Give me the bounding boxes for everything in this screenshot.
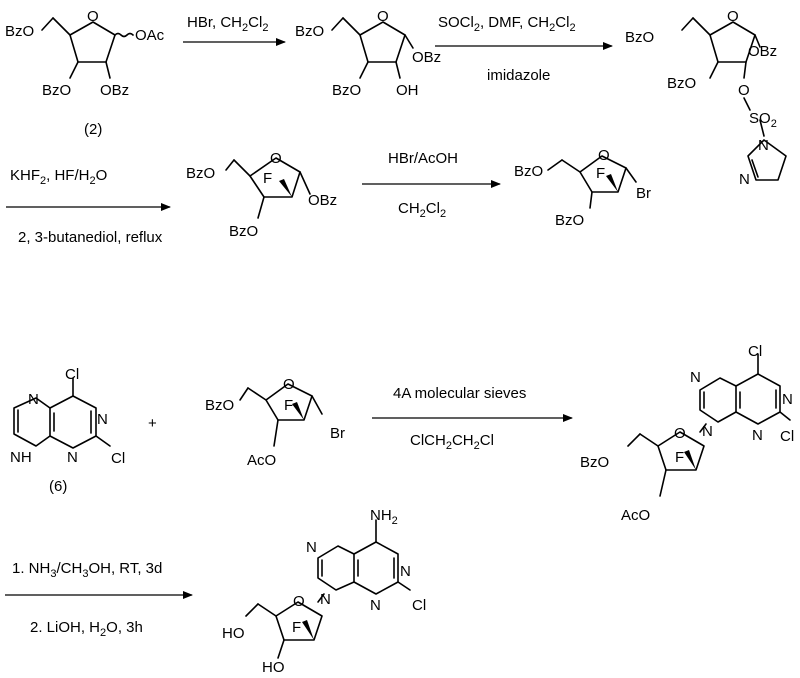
anomeric-benzoyloxy: OBz (308, 192, 337, 209)
c5-benzoyloxy: BzO (514, 163, 543, 180)
ring-oxygen: O (674, 425, 686, 442)
c2-chlorine: Cl (412, 597, 426, 614)
c3-benzoyloxy: BzO (229, 223, 258, 240)
ring-oxygen: O (87, 8, 99, 25)
imidazole-n3: N (739, 171, 750, 188)
reaction-step-2: SOCl2, DMF, CH2Cl2 imidazole (435, 14, 613, 84)
c5-benzoyloxy: BzO (186, 165, 215, 182)
fluoro-benzoate-structure: O BzO F OBz BzO (186, 150, 337, 240)
purine-n1: N (97, 411, 108, 428)
c2-fluorine: F (284, 397, 293, 414)
reaction-step-3: KHF2, HF/H2O 2, 3-butanediol, reflux (6, 167, 171, 246)
reaction-step-1: HBr, CH2Cl2 (183, 14, 286, 46)
bromo-sugar-acetyl-structure: O BzO F Br AcO (205, 376, 345, 469)
purine-n1: N (782, 391, 793, 408)
reagent-khf2-hf-h2o: KHF2, HF/H2O (10, 167, 107, 187)
anomeric-bromine: Br (636, 185, 651, 202)
plus-sign: + (148, 415, 157, 432)
ring-oxygen: O (727, 8, 739, 25)
c3-benzoyloxy: BzO (332, 82, 361, 99)
c2-fluorine: F (596, 165, 605, 182)
c2-benzoyloxy: OBz (100, 82, 129, 99)
purine-n7: N (28, 391, 39, 408)
c2-fluorine: F (675, 449, 684, 466)
purine-n7: N (690, 369, 701, 386)
c2-fluorine: F (292, 619, 301, 636)
c2-hydroxyl: OH (396, 82, 419, 99)
c5-hydroxyl: HO (222, 625, 245, 642)
purine-n7: N (306, 539, 317, 556)
compound-2-structure: O BzO OAc BzO OBz (2) (5, 8, 165, 138)
c3-hydroxyl: HO (262, 659, 285, 676)
purine-n9: N (702, 423, 713, 440)
reagent-molecular-sieves: 4A molecular sieves (393, 385, 526, 402)
sulfonate-oxygen: O (738, 82, 750, 99)
reagent-imidazole: imidazole (487, 67, 550, 84)
final-product-structure: NH2 N N N N Cl O HO F HO (222, 507, 426, 676)
imidazole-n1: N (758, 137, 769, 154)
c5-benzoyloxy: BzO (295, 23, 324, 40)
reagent-ammonia-methanol: 1. NH3/CH3OH, RT, 3d (12, 560, 162, 580)
hydroxy-intermediate-structure: O BzO OBz BzO OH (295, 8, 441, 99)
c3-benzoyloxy: BzO (555, 212, 584, 229)
c3-benzoyloxy: BzO (42, 82, 71, 99)
c3-acetoxy: AcO (621, 507, 650, 524)
reagent-ch2cl2: CH2Cl2 (398, 200, 446, 220)
c2-chlorine: Cl (111, 450, 125, 467)
reagent-hbr-ch2cl2: HBr, CH2Cl2 (187, 14, 268, 34)
c2-fluorine: F (263, 170, 272, 187)
anomeric-acetoxy: OAc (135, 27, 165, 44)
c6-chlorine: Cl (748, 343, 762, 360)
ring-oxygen: O (283, 376, 295, 393)
c5-benzoyloxy: BzO (580, 454, 609, 471)
compound-6-label: (6) (49, 478, 67, 495)
reagent-socl2-dmf-ch2cl2: SOCl2, DMF, CH2Cl2 (438, 14, 576, 34)
purine-n3: N (752, 427, 763, 444)
c5-benzoyloxy: BzO (625, 29, 654, 46)
reaction-step-5: 4A molecular sieves ClCH2CH2Cl (372, 385, 573, 452)
reagent-lioh-water: 2. LiOH, H2O, 3h (30, 619, 143, 639)
ring-oxygen: O (598, 147, 610, 164)
purine-n1: N (400, 563, 411, 580)
reagent-dichloroethane: ClCH2CH2Cl (410, 432, 494, 452)
purine-n3: N (370, 597, 381, 614)
c2-chlorine: Cl (780, 428, 794, 445)
reagent-hbr-acoh: HBr/AcOH (388, 150, 458, 167)
reaction-step-6: 1. NH3/CH3OH, RT, 3d 2. LiOH, H2O, 3h (5, 560, 193, 639)
anomeric-benzoyloxy: OBz (412, 49, 441, 66)
c5-benzoyloxy: BzO (205, 397, 234, 414)
c6-chlorine: Cl (65, 366, 79, 383)
reagent-butanediol-reflux: 2, 3-butanediol, reflux (18, 229, 163, 246)
ring-oxygen: O (293, 593, 305, 610)
compound-6-dichloropurine-structure: Cl N N NH N Cl (6) (10, 366, 125, 495)
bromo-sugar-benzoyl-structure: O BzO F Br BzO (514, 147, 651, 229)
ring-oxygen: O (377, 8, 389, 25)
purine-n9h: NH (10, 449, 32, 466)
ring-oxygen: O (270, 150, 282, 167)
reaction-step-4: HBr/AcOH CH2Cl2 (362, 150, 501, 220)
purine-n3: N (67, 449, 78, 466)
imidazole-sulfonate-structure: O BzO OBz BzO O SO2 N N (625, 8, 787, 188)
anomeric-bromine: Br (330, 425, 345, 442)
sulfonyl-group: SO2 (749, 110, 777, 130)
c5-benzoyloxy: BzO (5, 23, 34, 40)
purine-n9: N (320, 591, 331, 608)
c6-amino: NH2 (370, 507, 398, 527)
c3-acetoxy: AcO (247, 452, 276, 469)
anomeric-benzoyloxy: OBz (748, 43, 777, 60)
c3-benzoyloxy: BzO (667, 75, 696, 92)
coupled-nucleoside-structure: Cl N N N N Cl O BzO F AcO (580, 343, 794, 524)
compound-2-label: (2) (84, 121, 102, 138)
